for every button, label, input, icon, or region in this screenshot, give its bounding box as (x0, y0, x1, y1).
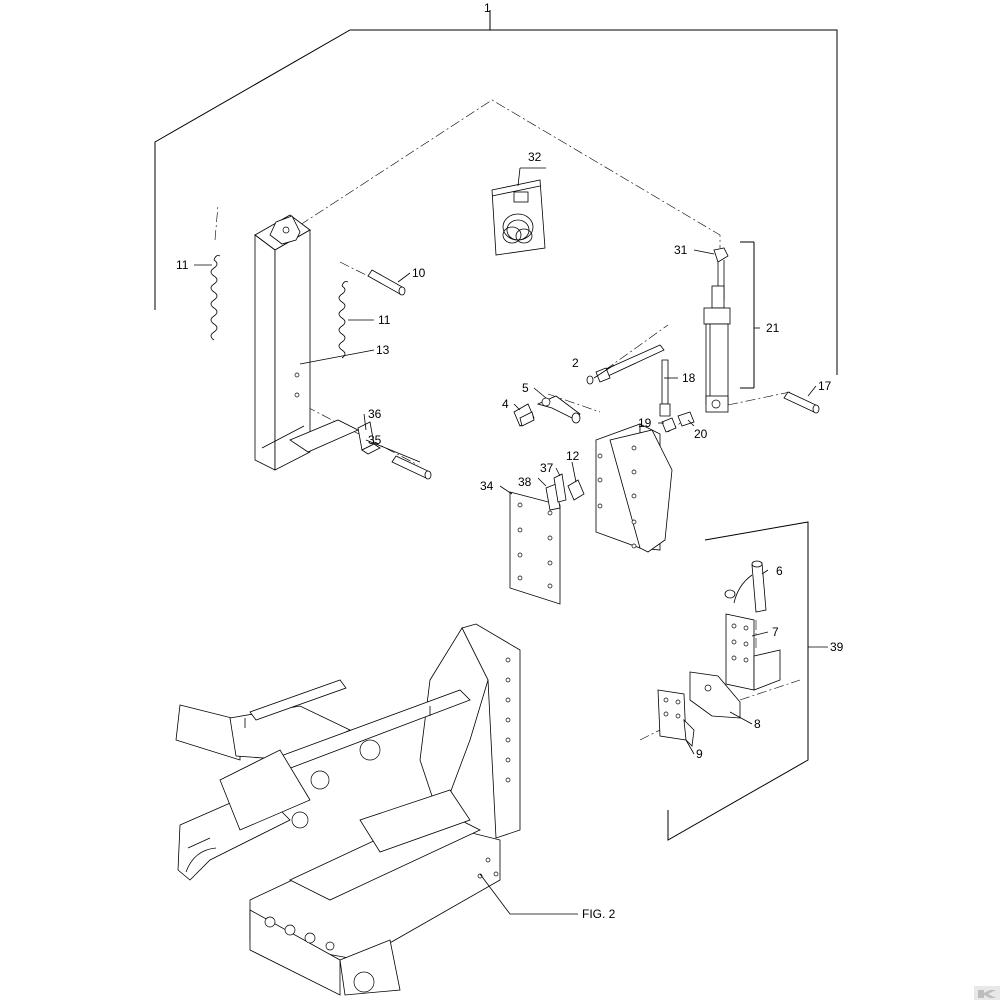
callout-36: 36 (368, 407, 382, 421)
pin-17 (783, 391, 820, 414)
o-ring-2 (586, 375, 594, 385)
callout-11-right: 11 (378, 313, 391, 327)
callout-19: 19 (638, 416, 652, 430)
assembly-1-bracket (154, 10, 838, 375)
callout-38: 38 (518, 475, 532, 489)
leader-lines (194, 167, 828, 915)
callout-6: 6 (776, 564, 783, 578)
elbow-19 (661, 417, 677, 433)
callout-13: 13 (376, 343, 390, 357)
callout-5: 5 (522, 381, 529, 395)
jack-post-13 (254, 214, 359, 471)
callout-10: 10 (412, 266, 426, 280)
callout-32: 32 (528, 150, 542, 164)
hose-18 (595, 344, 671, 417)
callout-37: 37 (540, 461, 554, 475)
callout-7: 7 (772, 625, 779, 639)
pin-10 (367, 269, 406, 296)
spring-11-right (338, 281, 349, 359)
callout-18: 18 (682, 371, 696, 385)
callout-1: 1 (484, 1, 491, 15)
k-logo-icon (974, 986, 1000, 1000)
bracket-9 (657, 689, 695, 747)
callout-4: 4 (502, 397, 509, 411)
spring-11-left (210, 255, 221, 341)
callout-2: 2 (572, 356, 579, 370)
chassis-frame (175, 623, 521, 996)
assembly-39-bracket (667, 521, 809, 841)
callout-39: 39 (830, 640, 844, 654)
callout-31: 31 (674, 243, 688, 257)
figure-ref-label: FIG. 2 (582, 907, 616, 921)
clip-36 (357, 421, 381, 455)
callout-9: 9 (696, 747, 703, 761)
callout-21: 21 (766, 321, 780, 335)
callout-17: 17 (818, 379, 832, 393)
mount-plate-34 (509, 491, 561, 605)
bracket-8 (689, 671, 741, 719)
block-12 (567, 479, 585, 501)
pin-35 (391, 455, 432, 480)
callout-12: 12 (566, 449, 580, 463)
callout-35: 35 (368, 433, 382, 447)
callout-11-left: 11 (176, 258, 189, 272)
banjo-5 (536, 395, 581, 424)
callout-20: 20 (694, 427, 708, 441)
bracket-7 (725, 613, 781, 691)
seal-kit-32 (491, 179, 546, 256)
bracket-channel (595, 423, 673, 553)
hydraulic-cylinder-21 (703, 241, 755, 413)
callout-34: 34 (480, 479, 494, 493)
pin-6 (724, 560, 767, 613)
callout-labels: 1 32 31 11 10 11 21 13 2 18 5 17 4 36 19… (176, 1, 844, 921)
callout-8: 8 (754, 717, 761, 731)
